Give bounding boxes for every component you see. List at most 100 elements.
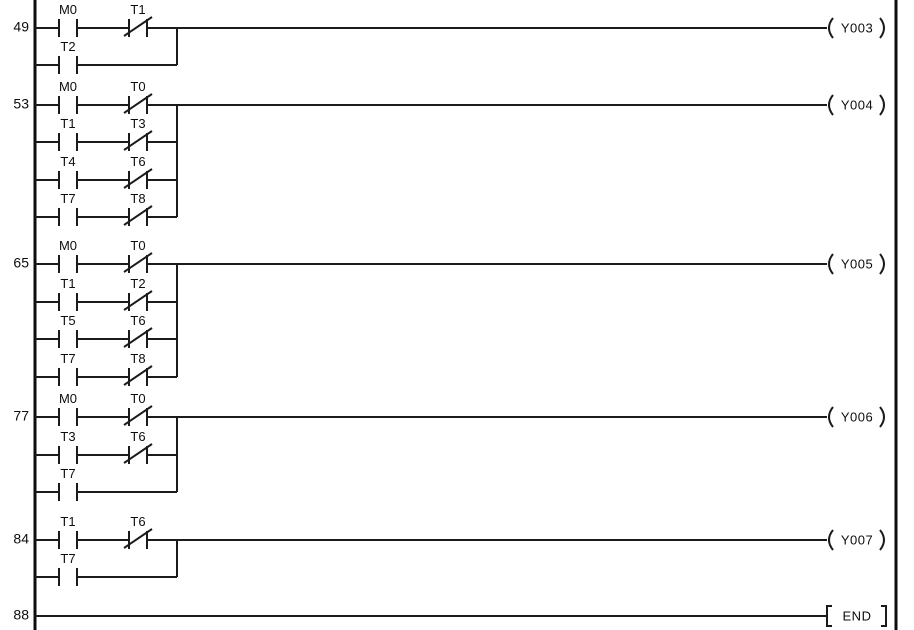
output-label: Y006 bbox=[841, 409, 873, 424]
contact-no-t4[interactable]: T4 bbox=[57, 154, 79, 189]
contact-nc-t1[interactable]: T1 bbox=[123, 2, 153, 37]
contact-slash bbox=[123, 327, 153, 348]
contact-label: T6 bbox=[130, 429, 145, 444]
contact-label: T7 bbox=[60, 191, 75, 206]
coil-paren-left bbox=[828, 253, 834, 275]
contact-label: T6 bbox=[130, 313, 145, 328]
contact-label: T0 bbox=[130, 238, 145, 253]
contact-label: M0 bbox=[59, 391, 77, 406]
step-number-49: 49 bbox=[13, 19, 29, 35]
contact-label: T3 bbox=[130, 116, 145, 131]
rung-row: T1 T2 bbox=[35, 276, 177, 311]
output-label: Y007 bbox=[841, 532, 873, 547]
contact-label: T7 bbox=[60, 351, 75, 366]
contact-nc-t8[interactable]: T8 bbox=[123, 351, 153, 386]
contact-no-m0[interactable]: M0 bbox=[57, 79, 79, 114]
coil-paren-right bbox=[879, 94, 885, 116]
contact-nc-t2[interactable]: T2 bbox=[123, 276, 153, 311]
rung-row: T4 T6 bbox=[35, 154, 177, 189]
rung-row: M0 T0 bbox=[35, 79, 177, 114]
contact-nc-t6[interactable]: T6 bbox=[123, 154, 153, 189]
coil-paren-left bbox=[828, 529, 834, 551]
coil-paren-right bbox=[879, 406, 885, 428]
contact-nc-t8[interactable]: T8 bbox=[123, 191, 153, 226]
contact-no-m0[interactable]: M0 bbox=[57, 391, 79, 426]
contact-nc-t0[interactable]: T0 bbox=[123, 391, 153, 426]
contact-no-t7[interactable]: T7 bbox=[57, 551, 79, 586]
contact-slash bbox=[123, 168, 153, 189]
contact-label: T8 bbox=[130, 351, 145, 366]
bracket-left bbox=[826, 605, 832, 627]
contact-no-m0[interactable]: M0 bbox=[57, 238, 79, 273]
contact-no-t7[interactable]: T7 bbox=[57, 466, 79, 501]
rung-row: T7 bbox=[35, 466, 177, 501]
step-number-84: 84 bbox=[13, 531, 29, 547]
bracket-right bbox=[881, 605, 887, 627]
output-coil-y003[interactable]: Y003 bbox=[828, 17, 885, 39]
contact-no-t3[interactable]: T3 bbox=[57, 429, 79, 464]
coil-paren-left bbox=[828, 94, 834, 116]
contact-no-t1[interactable]: T1 bbox=[57, 276, 79, 311]
contact-label: T3 bbox=[60, 429, 75, 444]
contact-slash bbox=[123, 93, 153, 114]
contact-label: T7 bbox=[60, 551, 75, 566]
contact-slash bbox=[123, 528, 153, 549]
rung-row: T5 T6 bbox=[35, 313, 177, 348]
contact-label: T0 bbox=[130, 79, 145, 94]
coil-paren-left bbox=[828, 406, 834, 428]
output-label: Y003 bbox=[841, 20, 873, 35]
contact-label: T0 bbox=[130, 391, 145, 406]
contact-label: T1 bbox=[60, 514, 75, 529]
output-coil-y007[interactable]: Y007 bbox=[828, 529, 885, 551]
contact-label: T5 bbox=[60, 313, 75, 328]
coil-paren-left bbox=[828, 17, 834, 39]
contact-slash bbox=[123, 16, 153, 37]
rung-row: M0 T0 bbox=[35, 391, 177, 426]
rung-row: T2 bbox=[35, 39, 177, 74]
coil-paren-right bbox=[879, 253, 885, 275]
contact-label: T2 bbox=[130, 276, 145, 291]
contact-no-t5[interactable]: T5 bbox=[57, 313, 79, 348]
contact-slash bbox=[123, 205, 153, 226]
output-coil-y006[interactable]: Y006 bbox=[828, 406, 885, 428]
rung-row: T7 T8 bbox=[35, 191, 177, 226]
contact-nc-t0[interactable]: T0 bbox=[123, 79, 153, 114]
contact-nc-t6[interactable]: T6 bbox=[123, 313, 153, 348]
contact-no-m0[interactable]: M0 bbox=[57, 2, 79, 37]
contact-no-t1[interactable]: T1 bbox=[57, 116, 79, 151]
contact-no-t2[interactable]: T2 bbox=[57, 39, 79, 74]
contact-no-t7[interactable]: T7 bbox=[57, 191, 79, 226]
coil-paren-right bbox=[879, 17, 885, 39]
contact-nc-t6[interactable]: T6 bbox=[123, 429, 153, 464]
contact-label: T8 bbox=[130, 191, 145, 206]
step-number-65: 65 bbox=[13, 255, 29, 271]
contact-label: T4 bbox=[60, 154, 75, 169]
output-coil-y005[interactable]: Y005 bbox=[828, 253, 885, 275]
contact-label: M0 bbox=[59, 2, 77, 17]
contact-no-t7[interactable]: T7 bbox=[57, 351, 79, 386]
contact-slash bbox=[123, 252, 153, 273]
instruction-block-end[interactable]: END bbox=[826, 605, 887, 627]
contact-label: M0 bbox=[59, 79, 77, 94]
contact-nc-t6[interactable]: T6 bbox=[123, 514, 153, 549]
contact-no-t1[interactable]: T1 bbox=[57, 514, 79, 549]
output-label: Y004 bbox=[841, 97, 873, 112]
output-label: Y005 bbox=[841, 256, 873, 271]
contact-nc-t3[interactable]: T3 bbox=[123, 116, 153, 151]
output-coil-y004[interactable]: Y004 bbox=[828, 94, 885, 116]
power-rails bbox=[33, 0, 898, 630]
contact-nc-t0[interactable]: T0 bbox=[123, 238, 153, 273]
contact-label: T1 bbox=[60, 116, 75, 131]
contact-label: T7 bbox=[60, 466, 75, 481]
contact-slash bbox=[123, 365, 153, 386]
coil-paren-right bbox=[879, 529, 885, 551]
rung-row: T7 T8 bbox=[35, 351, 177, 386]
contact-label: T1 bbox=[130, 2, 145, 17]
